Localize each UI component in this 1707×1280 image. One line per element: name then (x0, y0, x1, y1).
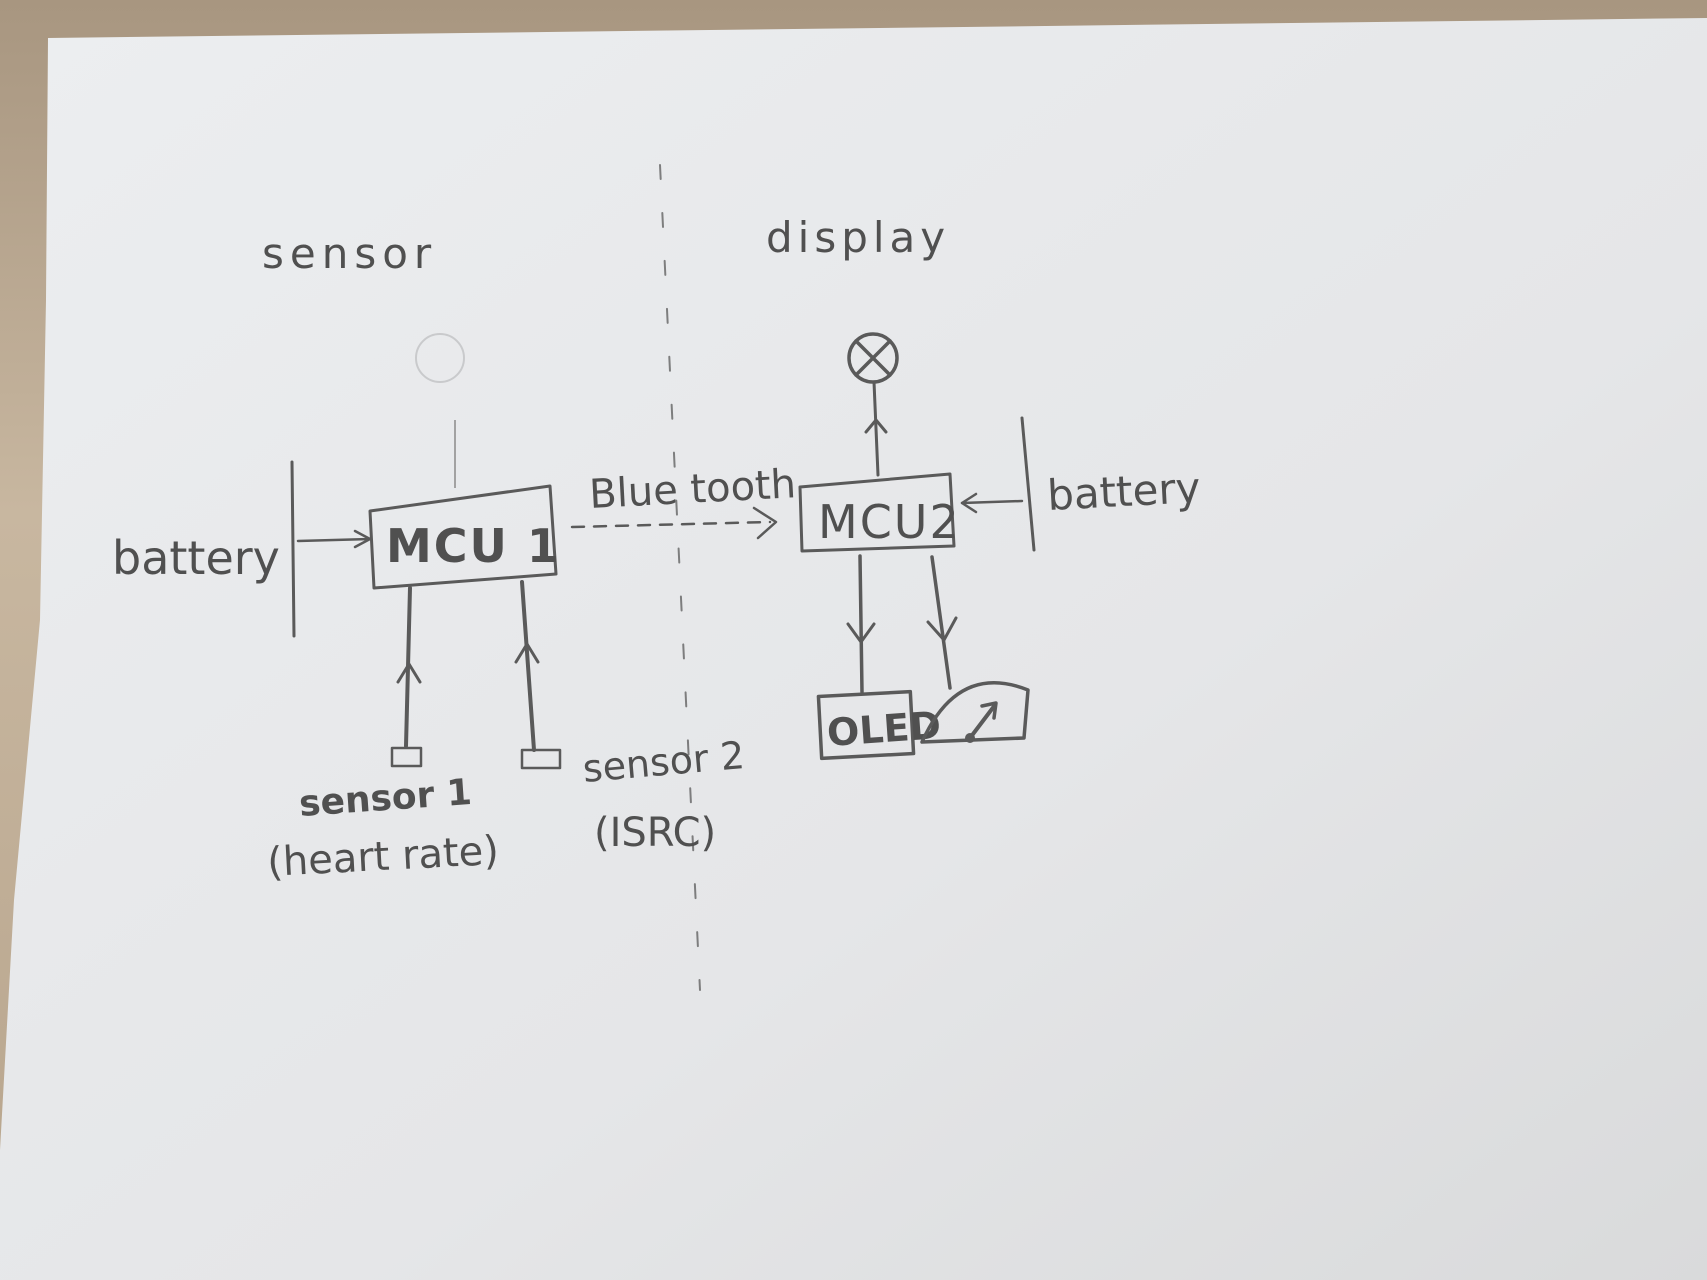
sensor2-label: sensor 2 (581, 733, 746, 791)
section-title-display: display (766, 213, 950, 262)
sensor2 (514, 580, 562, 770)
bluetooth-link (570, 506, 778, 540)
sensor1-sub: (heart rate) (266, 828, 500, 886)
oled-label: OLED (826, 703, 943, 755)
bluetooth-label: Blue tooth (588, 461, 797, 518)
mcu2-label: MCU2 (818, 495, 961, 549)
sensor2-sub: (ISRC) (594, 810, 716, 856)
sensor1-label: sensor 1 (298, 772, 473, 825)
sensor1 (390, 586, 423, 768)
oled-display (816, 554, 916, 761)
mcu1-label: MCU 1 (386, 519, 561, 573)
battery-left-label: battery (112, 531, 280, 585)
center-divider (659, 164, 701, 991)
section-title-sensor: sensor (262, 229, 437, 278)
mcu2-box (798, 472, 956, 553)
erased-mark (415, 333, 465, 383)
gauge-icon (920, 555, 1030, 744)
lamp-icon (847, 332, 899, 477)
mcu1-box (368, 484, 558, 590)
battery-left (290, 460, 372, 638)
battery-right-label: battery (1046, 463, 1202, 520)
battery-right (960, 416, 1036, 552)
